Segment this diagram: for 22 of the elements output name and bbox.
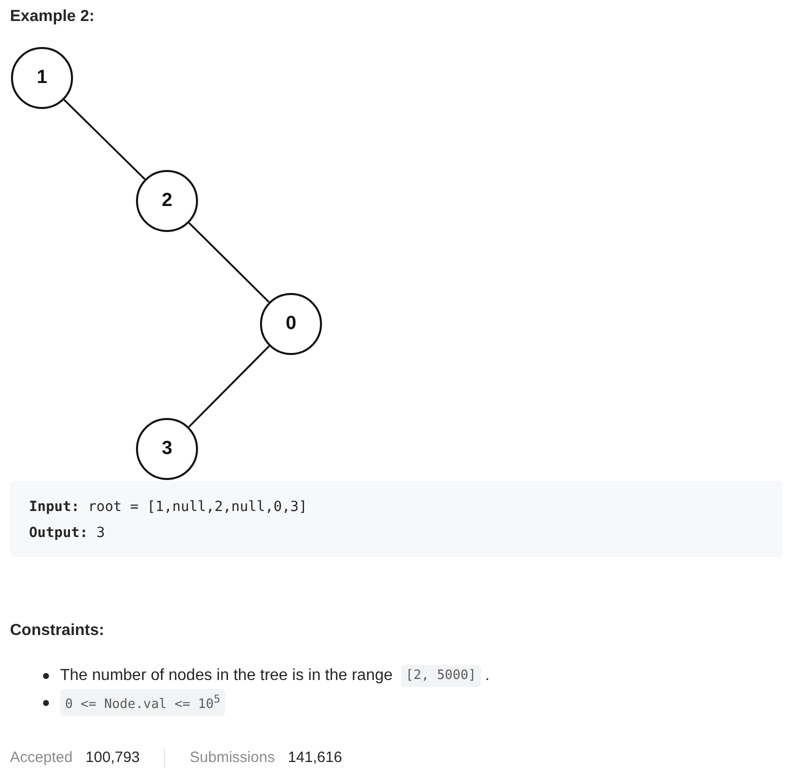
- tree-edge: [188, 222, 270, 303]
- tree-edge: [188, 345, 270, 428]
- example-heading: Example 2:: [10, 7, 94, 27]
- stat-label: Accepted: [10, 748, 73, 768]
- tree-node-circle: [136, 170, 198, 232]
- stat-value: 141,616: [288, 748, 342, 768]
- tree-edge: [63, 99, 146, 180]
- code-line: Output: 3: [29, 524, 105, 543]
- inline-code: [2, 5000]: [400, 664, 482, 686]
- node-value: 3: [162, 438, 172, 460]
- code-line: Input: root = [1,null,2,null,0,3]: [29, 498, 308, 517]
- node-value: 2: [162, 190, 172, 212]
- section-heading: Constraints:: [10, 621, 104, 641]
- constraint-text: .: [485, 666, 490, 686]
- constraint-text: The number of nodes in the tree is in the range: [60, 666, 393, 686]
- stat-label: Submissions: [190, 748, 275, 768]
- node-value: 1: [36, 67, 48, 89]
- tree-node-circle: [260, 293, 322, 355]
- stat-value: 100,793: [86, 748, 140, 768]
- inline-code: 0 <= Node.val <= 10$^{5}$: [60, 688, 226, 716]
- tree-node-circle: [136, 418, 198, 480]
- node-value: 0: [286, 313, 296, 335]
